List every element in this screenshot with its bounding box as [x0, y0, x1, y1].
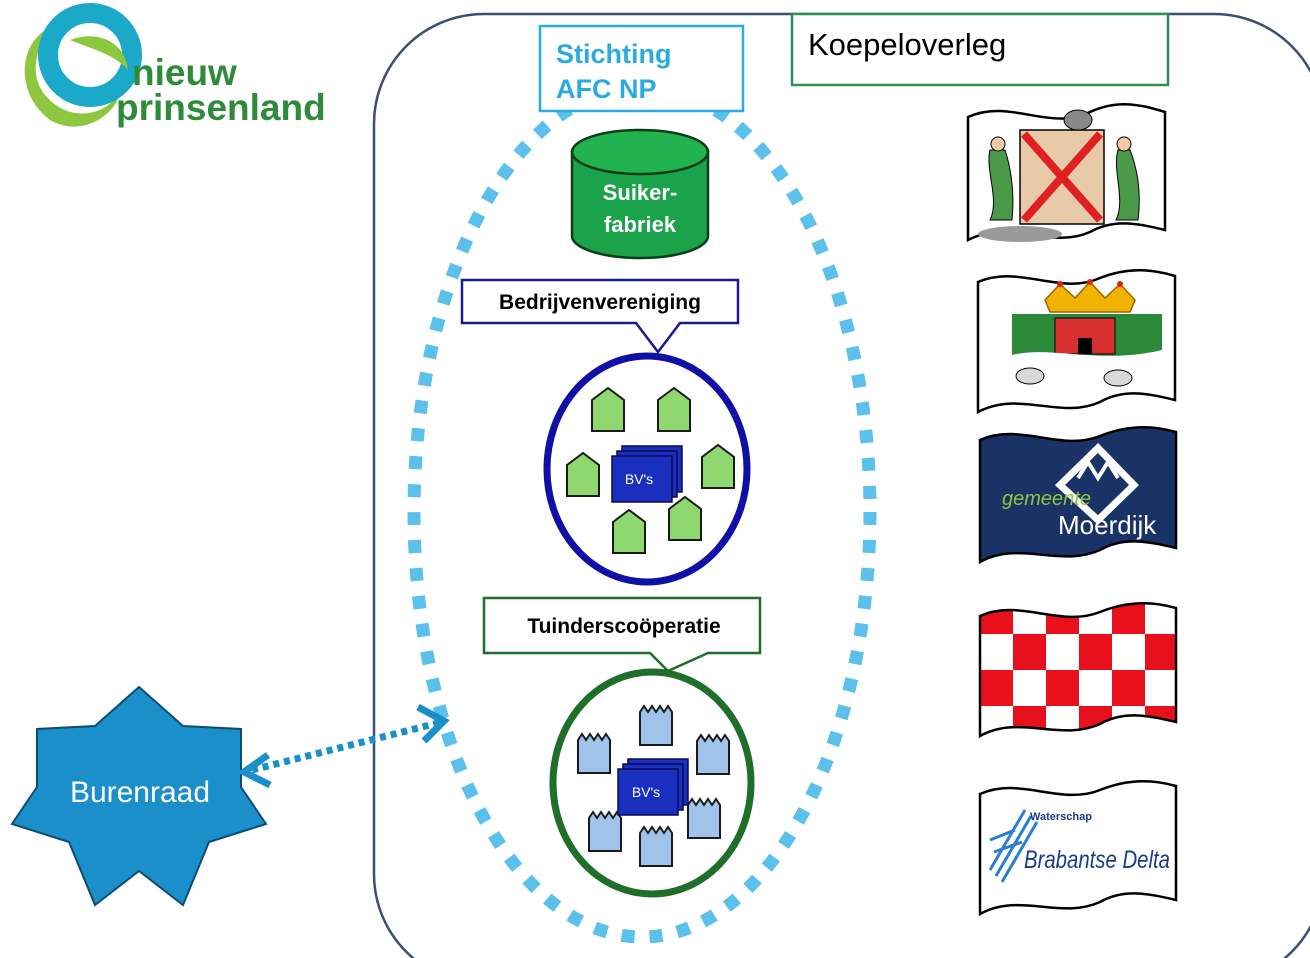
stichting-line2: AFC NP [556, 74, 657, 104]
house-icon [612, 508, 646, 554]
koepeloverleg-title: Koepeloverleg [808, 27, 1006, 62]
house-icon [701, 443, 735, 489]
moerdijk-line1: gemeente [1002, 488, 1091, 510]
logo-green-leaf [70, 36, 128, 70]
tuinders-greenhouses [577, 704, 730, 867]
stichting-afc-np-box: Stichting AFC NP [538, 24, 745, 113]
stichting-line1: Stichting [556, 39, 672, 69]
flag-brabantse-delta: Waterschap Brabantse Delta [978, 779, 1178, 917]
flag-municipality-1 [966, 103, 1167, 243]
flag-moerdijk: gemeente Moerdijk [978, 425, 1178, 565]
burenraad-label: Burenraad [70, 776, 210, 809]
greenhouse-icon [588, 810, 622, 852]
logo-teal-ring [38, 3, 142, 107]
suikerfabriek-line2: fabriek [604, 212, 677, 237]
bedrijven-bv-label: BV's [625, 471, 653, 487]
suikerfabriek-line1: Suiker- [603, 180, 678, 205]
nieuw-prinsenland-logo: nieuw prinsenland [24, 3, 326, 128]
moerdijk-line2: Moerdijk [1058, 510, 1157, 540]
arrow-head-left-icon [237, 752, 272, 789]
tuinderscooperatie-callout: Tuinderscoöperatie [482, 596, 762, 673]
delta-line2: Brabantse Delta [1024, 846, 1170, 874]
greenhouse-icon [696, 733, 730, 775]
burenraad-star: Burenraad [10, 685, 268, 907]
bedrijven-houses [566, 386, 735, 554]
tuinderscooperatie-label: Tuinderscoöperatie [527, 615, 720, 638]
house-icon [591, 386, 625, 432]
logo-line2: prinsenland [116, 87, 326, 128]
bedrijvenvereniging-label: Bedrijvenvereniging [499, 291, 701, 314]
bedrijvenvereniging-callout: Bedrijvenvereniging [460, 278, 740, 355]
greenhouse-icon [639, 704, 673, 746]
tuinders-bv-stack: BV's [617, 758, 689, 816]
greenhouse-icon [639, 825, 673, 867]
house-icon [668, 495, 702, 541]
greenhouse-icon [577, 732, 611, 774]
house-icon [566, 451, 600, 497]
koepeloverleg-box: Koepeloverleg [790, 12, 1170, 87]
arrow-head-right-icon [416, 703, 450, 744]
tuinders-bv-label: BV's [632, 784, 660, 800]
moerdijk-logo-icon [1054, 443, 1139, 525]
flag-municipality-2 [976, 269, 1177, 415]
burenraad-double-arrow [237, 703, 450, 789]
delta-line1: Waterschap [1030, 811, 1092, 823]
logo-line1: nieuw [132, 52, 237, 93]
suikerfabriek-cylinder: Suiker- fabriek [570, 128, 710, 260]
flag-noord-brabant [978, 601, 1178, 739]
bedrijven-bv-stack: BV's [611, 445, 683, 503]
waves-icon [988, 809, 1039, 883]
logo-green-swoosh [24, 24, 120, 127]
house-icon [657, 386, 691, 432]
greenhouse-icon [687, 797, 721, 839]
